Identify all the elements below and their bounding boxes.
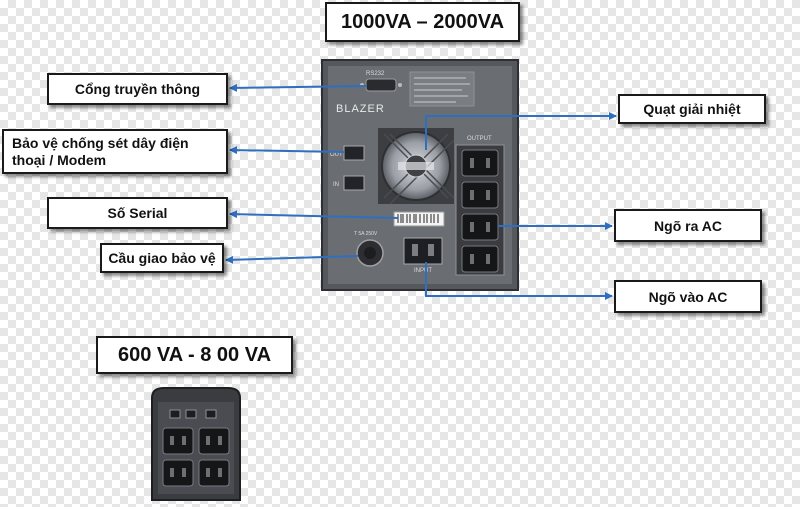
large-ups-title: 1000VA – 2000VA: [325, 2, 520, 42]
large-ups-unit: RS232 BLAZER OUT IN: [321, 59, 519, 291]
ac-output-label: Ngõ ra AC: [614, 209, 762, 242]
arrow-serial-number: [229, 210, 399, 219]
phone-modem-ports: [343, 145, 365, 191]
small-ups-title-text: 600 VA - 8 00 VA: [117, 343, 272, 366]
ac-input-socket: [403, 237, 443, 265]
brand-logo: BLAZER: [336, 103, 385, 115]
fuse-text: Cầu giao bảo vệ: [108, 250, 216, 266]
arrow-fuse: [225, 255, 359, 264]
rs232-label: RS232: [366, 71, 385, 77]
out-port-label: OUT: [330, 152, 343, 158]
fuse-breaker: [356, 239, 384, 267]
communication-port-text: Cổng truyền thông: [74, 81, 201, 97]
connector-arrows: [225, 83, 617, 300]
small-ups-title: 600 VA - 8 00 VA: [96, 336, 293, 374]
rs232-port: [360, 78, 402, 92]
communication-port-label: Cổng truyền thông: [47, 73, 228, 105]
ac-output-text: Ngõ ra AC: [654, 217, 722, 234]
arrow-ac-input: [425, 262, 613, 300]
in-port-label: IN: [333, 182, 339, 188]
serial-sticker: [393, 211, 445, 227]
sticker-lines: [414, 77, 470, 103]
fuse-rating-label: T 5A 250V: [354, 231, 378, 237]
ac-input-text: Ngõ vào AC: [648, 288, 728, 305]
surge-protection-label: Bảo vệ chống sét dây điện thoại / Modem: [2, 129, 228, 174]
cooling-fan-label: Quạt giải nhiệt: [618, 94, 766, 124]
serial-number-label: Số Serial: [47, 197, 228, 229]
serial-number-text: Số Serial: [107, 205, 168, 221]
small-ups-sockets: [162, 427, 230, 487]
fuse-label: Cầu giao bảo vệ: [100, 243, 224, 273]
output-label: OUTPUT: [467, 136, 492, 142]
surge-protection-text-line2: thoại / Modem: [12, 151, 107, 168]
surge-protection-text-line1: Bảo vệ chống sét dây điện: [12, 134, 189, 151]
rating-sticker: [409, 71, 475, 107]
small-ups-unit: [151, 387, 241, 501]
cooling-fan: [378, 128, 455, 205]
input-label: INPUT: [414, 268, 432, 274]
large-ups-title-text: 1000VA – 2000VA: [340, 10, 505, 33]
arrow-surge-protection: [229, 146, 345, 155]
arrow-communication-port: [229, 83, 367, 92]
small-ups-phone-ports: [169, 409, 217, 419]
ac-output-sockets: [455, 144, 505, 276]
ac-input-label: Ngõ vào AC: [614, 280, 762, 313]
cooling-fan-text: Quạt giải nhiệt: [643, 101, 741, 117]
arrow-cooling-fan: [425, 112, 617, 150]
